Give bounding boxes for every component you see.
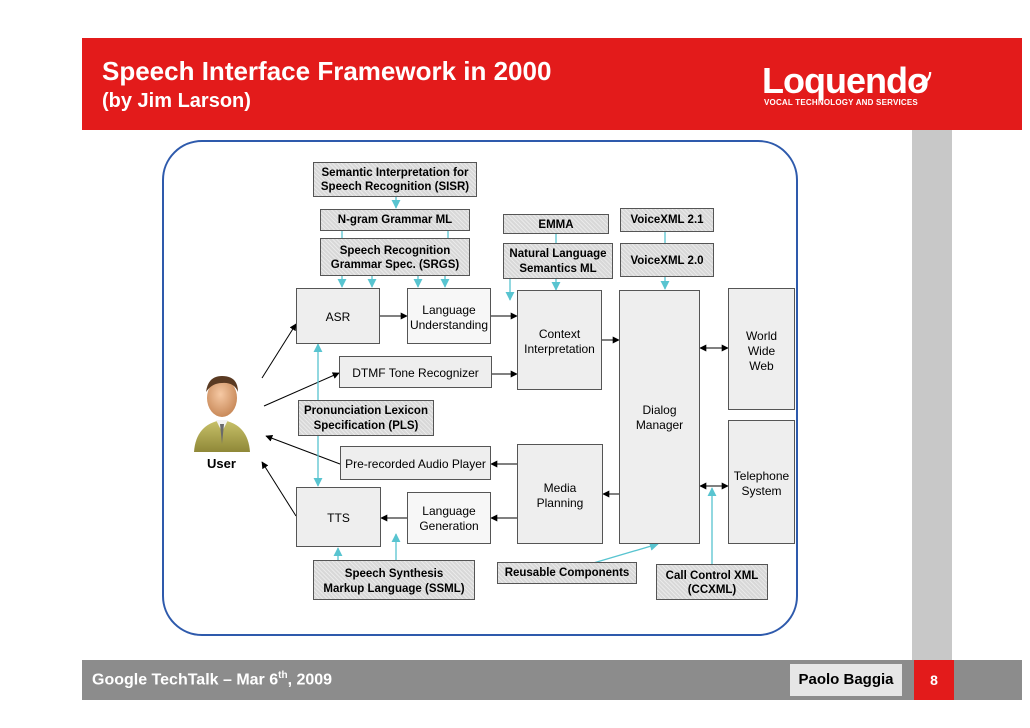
user-label: User [207, 456, 236, 471]
component-media-planning: Media Planning [517, 444, 603, 544]
component-language-generation: Language Generation [407, 492, 491, 544]
spec-sisr: Semantic Interpretation for Speech Recog… [313, 162, 477, 197]
arrow-user-to-asr [261, 323, 297, 379]
framework-frame [162, 140, 798, 636]
component-audio-player: Pre-recorded Audio Player [340, 446, 491, 480]
loquendo-logo: Loquendo VOCAL TECHNOLOGY AND SERVICES [762, 60, 942, 110]
spec-ssml: Speech Synthesis Markup Language (SSML) [313, 560, 475, 600]
spec-ccxml: Call Control XML (CCXML) [656, 564, 768, 600]
arrow-user-to-dtmf [263, 372, 340, 407]
logo-text: Loquendo [762, 60, 929, 101]
slide-title: Speech Interface Framework in 2000 [102, 56, 552, 86]
spec-voicexml-21: VoiceXML 2.1 [620, 208, 714, 232]
signal-waves-icon [915, 71, 932, 88]
footer-author: Paolo Baggia [790, 664, 902, 696]
link-reusable-dialog [589, 541, 659, 565]
slide-header: Speech Interface Framework in 2000 (by J… [82, 38, 1022, 130]
slide-subtitle: (by Jim Larson) [102, 90, 251, 112]
component-context-interpretation: Context Interpretation [517, 290, 602, 390]
arrow-tts-to-user [261, 461, 297, 517]
component-world-wide-web: World Wide Web [728, 288, 795, 410]
component-language-understanding: Language Understanding [407, 288, 491, 344]
side-bar [912, 130, 952, 660]
spec-pls: Pronunciation Lexicon Specification (PLS… [298, 400, 434, 436]
spec-reusable-components: Reusable Components [497, 562, 637, 584]
spec-voicexml-20: VoiceXML 2.0 [620, 243, 714, 277]
component-tts: TTS [296, 487, 381, 547]
page-number: 8 [914, 660, 954, 700]
component-dialog-manager: Dialog Manager [619, 290, 700, 544]
logo-tagline: VOCAL TECHNOLOGY AND SERVICES [764, 98, 918, 107]
footer-event: Google TechTalk – Mar 6th, 2009 [92, 670, 333, 689]
arrow-audio-to-user [265, 434, 341, 465]
spec-emma: EMMA [503, 214, 609, 234]
spec-nlsml: Natural Language Semantics ML [503, 243, 613, 279]
spec-srgs: Speech Recognition Grammar Spec. (SRGS) [320, 238, 470, 276]
component-telephone-system: Telephone System [728, 420, 795, 544]
user-icon [194, 376, 250, 452]
spec-ngram: N-gram Grammar ML [320, 209, 470, 231]
component-asr: ASR [296, 288, 380, 344]
component-dtmf-recognizer: DTMF Tone Recognizer [339, 356, 492, 388]
slide-footer: Google TechTalk – Mar 6th, 2009 Paolo Ba… [82, 660, 1022, 700]
